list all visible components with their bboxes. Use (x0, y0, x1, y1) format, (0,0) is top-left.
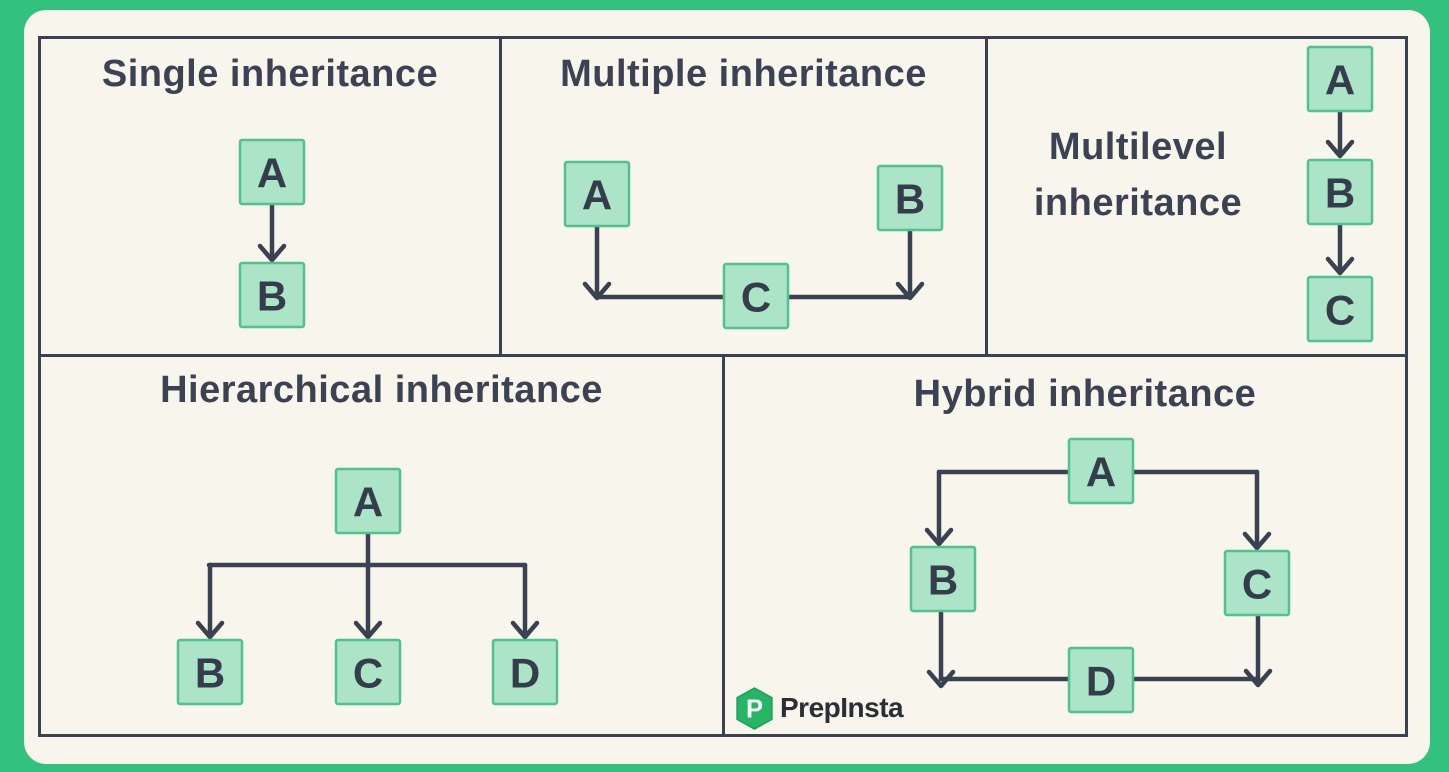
single-inheritance-diagram: A B (238, 138, 306, 329)
node-box-a (563, 160, 631, 228)
arrowhead-down-icon (924, 527, 954, 547)
column-divider-2 (985, 39, 988, 354)
logo-monogram: P (746, 695, 763, 723)
arrowhead-down-icon (353, 620, 383, 640)
prepinsta-logo: P PrepInsta (736, 686, 904, 730)
arrowhead-down-icon (195, 620, 225, 640)
multiple-inheritance-diagram: A B C (563, 160, 944, 330)
arrowhead-down-icon (1325, 256, 1355, 276)
inheritance-table: Single inheritance A B Multiple inherita… (38, 36, 1408, 737)
node-box-a (1067, 437, 1135, 505)
arrowhead-down-icon (1242, 531, 1272, 551)
node-label-b: B (195, 650, 225, 697)
panel-single-inheritance: Single inheritance A B (41, 39, 499, 354)
node-label-a: A (1325, 57, 1355, 104)
node-label-b: B (928, 557, 958, 604)
node-label-a: A (1086, 449, 1116, 496)
node-box-c (1306, 275, 1374, 343)
arrowhead-down-icon (926, 669, 956, 689)
node-label-b: B (1325, 170, 1355, 217)
panel-hybrid-inheritance: Hybrid inheritance A B C D (725, 357, 1405, 734)
row-divider (41, 354, 1405, 357)
panel-title: Hybrid inheritance (913, 373, 1257, 415)
panel-title: Hierarchical inheritance (160, 369, 603, 411)
node-box-d (1067, 646, 1135, 714)
hybrid-inheritance-diagram: A B C D (909, 437, 1291, 714)
node-label-c: C (1325, 287, 1355, 334)
node-box-d (491, 638, 559, 706)
node-label-a: A (582, 172, 612, 219)
node-label-b: B (895, 176, 925, 223)
node-label-d: D (1086, 658, 1116, 705)
node-box-c (1223, 549, 1291, 617)
node-label-c: C (1242, 561, 1272, 608)
column-divider-3 (722, 357, 725, 734)
arrowhead-down-icon (257, 243, 287, 263)
panel-hierarchical-inheritance: Hierarchical inheritance A B C D (41, 357, 722, 734)
node-label-b: B (257, 273, 287, 320)
node-label-c: C (741, 274, 771, 321)
node-box-b (176, 638, 244, 706)
node-box-b (1306, 158, 1374, 226)
panel-multilevel-inheritance: Multilevel inheritance A B C (988, 39, 1405, 354)
node-box-b (238, 261, 306, 329)
node-box-b (909, 545, 977, 613)
node-label-d: D (510, 650, 540, 697)
node-label-a: A (353, 479, 383, 526)
node-box-c (722, 262, 790, 330)
panel-title: Multilevel inheritance (1033, 126, 1243, 224)
node-box-a (238, 138, 306, 206)
prepinsta-hexagon-icon: P (736, 686, 773, 730)
arrowhead-down-icon (1243, 668, 1273, 688)
node-box-a (334, 467, 402, 535)
arrowhead-down-icon (582, 281, 612, 301)
node-label-c: C (353, 650, 383, 697)
column-divider-1 (499, 39, 502, 354)
multilevel-inheritance-diagram: A B C (1306, 45, 1374, 343)
hexagon-shape (736, 686, 773, 730)
arrowhead-down-icon (895, 281, 925, 301)
panel-multiple-inheritance: Multiple inheritance A B C (502, 39, 985, 354)
node-box-c (334, 638, 402, 706)
node-box-b (876, 164, 944, 232)
panel-title: Single inheritance (101, 53, 439, 95)
node-box-a (1306, 45, 1374, 113)
node-label-a: A (257, 150, 287, 197)
arrowhead-down-icon (510, 620, 540, 640)
logo-brand-text: PrepInsta (780, 692, 904, 723)
arrowhead-down-icon (1325, 139, 1355, 159)
diagram-card: Single inheritance A B Multiple inherita… (24, 10, 1430, 764)
panel-title: Multiple inheritance (560, 53, 927, 95)
hierarchical-inheritance-diagram: A B C D (176, 467, 559, 706)
